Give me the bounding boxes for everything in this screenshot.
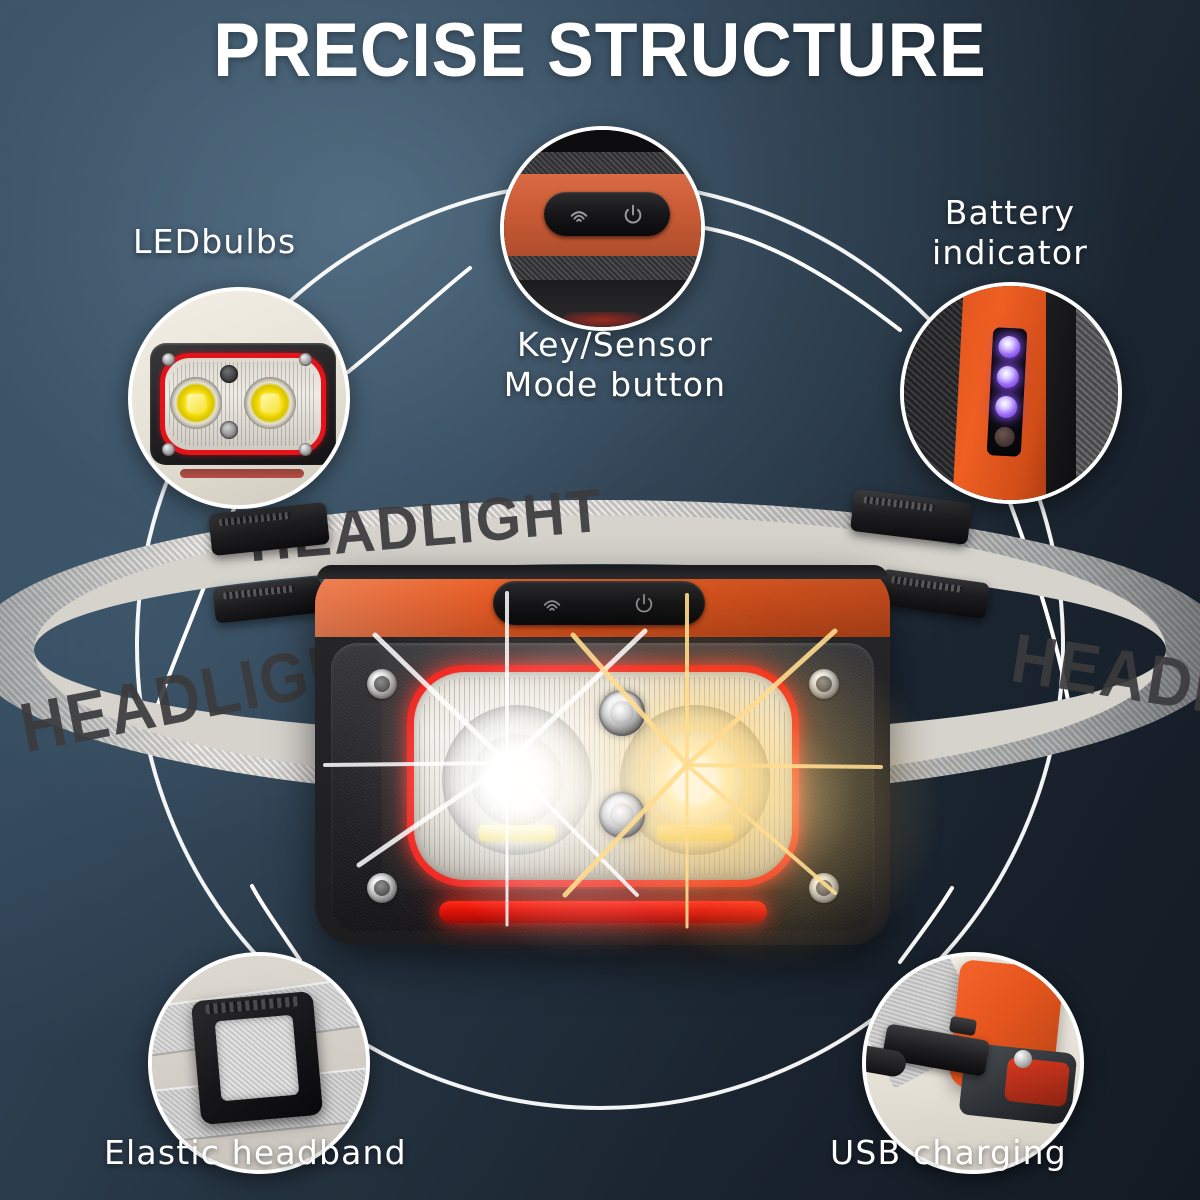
housing-screw-top-left xyxy=(367,669,397,699)
battery-indicator-window xyxy=(986,327,1028,457)
led-inset-screw-tl xyxy=(162,353,175,366)
led-inset-red-bar xyxy=(180,469,304,478)
inset-led-bulbs xyxy=(128,287,350,509)
battery-led-1 xyxy=(997,335,1021,359)
led-center-lower xyxy=(599,792,645,838)
lamp-front-face xyxy=(331,643,874,931)
inset-elastic-headband xyxy=(148,952,370,1174)
inset-usb-charging xyxy=(862,952,1084,1174)
led-inset-bulb-right xyxy=(244,377,296,429)
power-icon xyxy=(624,204,642,224)
inset-battery-indicator xyxy=(900,282,1122,504)
battery-inset-strap xyxy=(1076,286,1118,500)
led-inset-screw-br xyxy=(299,443,312,456)
key-inset-button[interactable] xyxy=(544,192,670,236)
red-indicator-bar xyxy=(439,901,767,923)
usb-inset-screw xyxy=(1014,1050,1032,1068)
callout-label-led-bulbs: LEDbulbs xyxy=(133,222,297,261)
lamp-housing xyxy=(315,565,945,973)
led-center-upper xyxy=(599,690,645,736)
callout-label-elastic-headband: Elastic headband xyxy=(104,1133,407,1172)
battery-led-3 xyxy=(994,395,1018,419)
lamp-top-stripe xyxy=(317,565,888,579)
inset-key-sensor-button xyxy=(500,126,705,331)
headband-inset-buckle-ridges xyxy=(205,995,302,1015)
motion-sensor-wave-icon xyxy=(570,211,588,222)
housing-screw-top-right xyxy=(809,669,839,699)
mode-button[interactable] xyxy=(493,581,705,625)
usb-inset-red-trim xyxy=(1003,1056,1071,1108)
page-title: PRECISE STRUCTURE xyxy=(213,8,987,93)
led-main-left xyxy=(442,705,592,855)
callout-label-battery-indicator: Battery indicator xyxy=(931,193,1089,272)
key-inset-texture-lower xyxy=(504,256,701,280)
power-icon xyxy=(635,593,653,613)
led-inset-bulb-left xyxy=(170,377,222,429)
battery-led-4-off xyxy=(994,426,1016,448)
key-inset-top-edge xyxy=(504,130,701,152)
led-right-glow xyxy=(647,732,743,828)
led-inset-screw-bl xyxy=(162,443,175,456)
led-left-cob-emitter xyxy=(479,825,555,841)
battery-led-2 xyxy=(996,365,1020,389)
callout-label-usb-charging: USB charging xyxy=(830,1133,1067,1172)
led-main-right xyxy=(620,705,770,855)
headband-inset-buckle[interactable] xyxy=(190,990,324,1126)
key-inset-red-glow xyxy=(563,312,642,327)
led-inset-center-upper xyxy=(220,365,238,383)
lens-bezel-ring xyxy=(407,665,799,887)
led-inset-center-lower xyxy=(220,421,238,439)
housing-screw-bottom-right xyxy=(809,873,839,903)
callout-label-key-sensor: Key/Sensor Mode button xyxy=(503,325,727,404)
led-left-glow xyxy=(471,734,563,826)
key-inset-texture-upper xyxy=(504,152,701,174)
housing-screw-bottom-left xyxy=(367,873,397,903)
led-inset-screw-tr xyxy=(299,353,312,366)
motion-sensor-wave-icon xyxy=(543,600,561,611)
